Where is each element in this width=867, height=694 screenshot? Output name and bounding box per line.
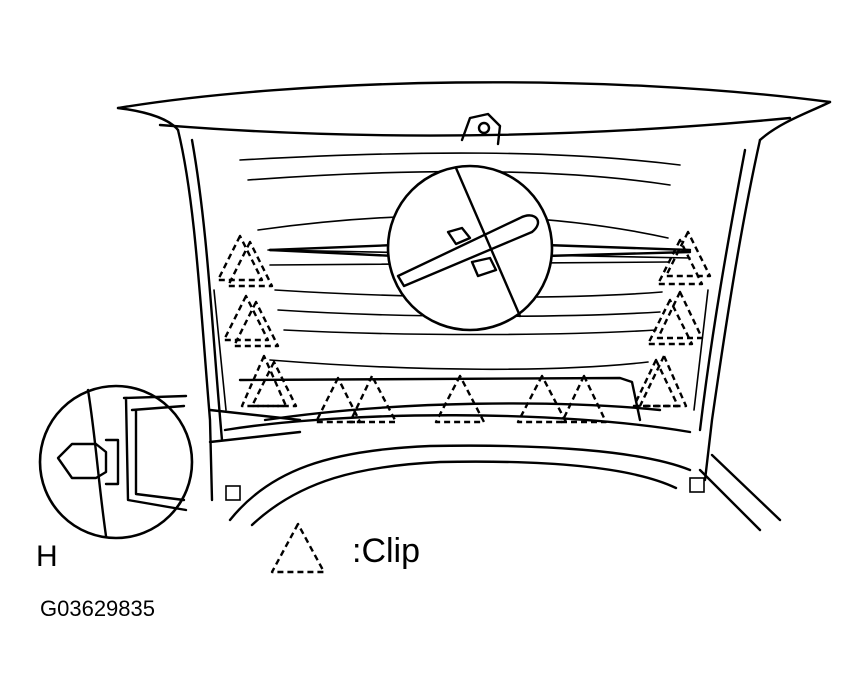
clip-marker [232,300,280,348]
clip-marker [656,238,704,286]
clip-detail-circle [38,384,302,540]
clip-marker [222,294,270,342]
legend-clip-label: :Clip [352,532,421,570]
clip-marker [656,290,704,340]
clip-marker [250,360,298,408]
clip-marker [226,240,274,288]
dashed-triangle-icon [270,522,326,574]
clip-marker [632,358,680,408]
clip-marker [348,374,398,424]
figure-code: G03629835 [40,596,155,621]
wiper-detail-circle [268,164,692,332]
clip-marker [664,230,712,278]
clip-marker [646,298,694,346]
clip-marker [560,374,608,424]
clip-marker [240,354,288,408]
clip-marker [216,234,264,282]
clip-marker [434,374,486,424]
view-letter: H [36,540,58,573]
clip-markers [216,230,712,424]
clip-marker [516,374,568,424]
clip-marker [314,376,362,424]
